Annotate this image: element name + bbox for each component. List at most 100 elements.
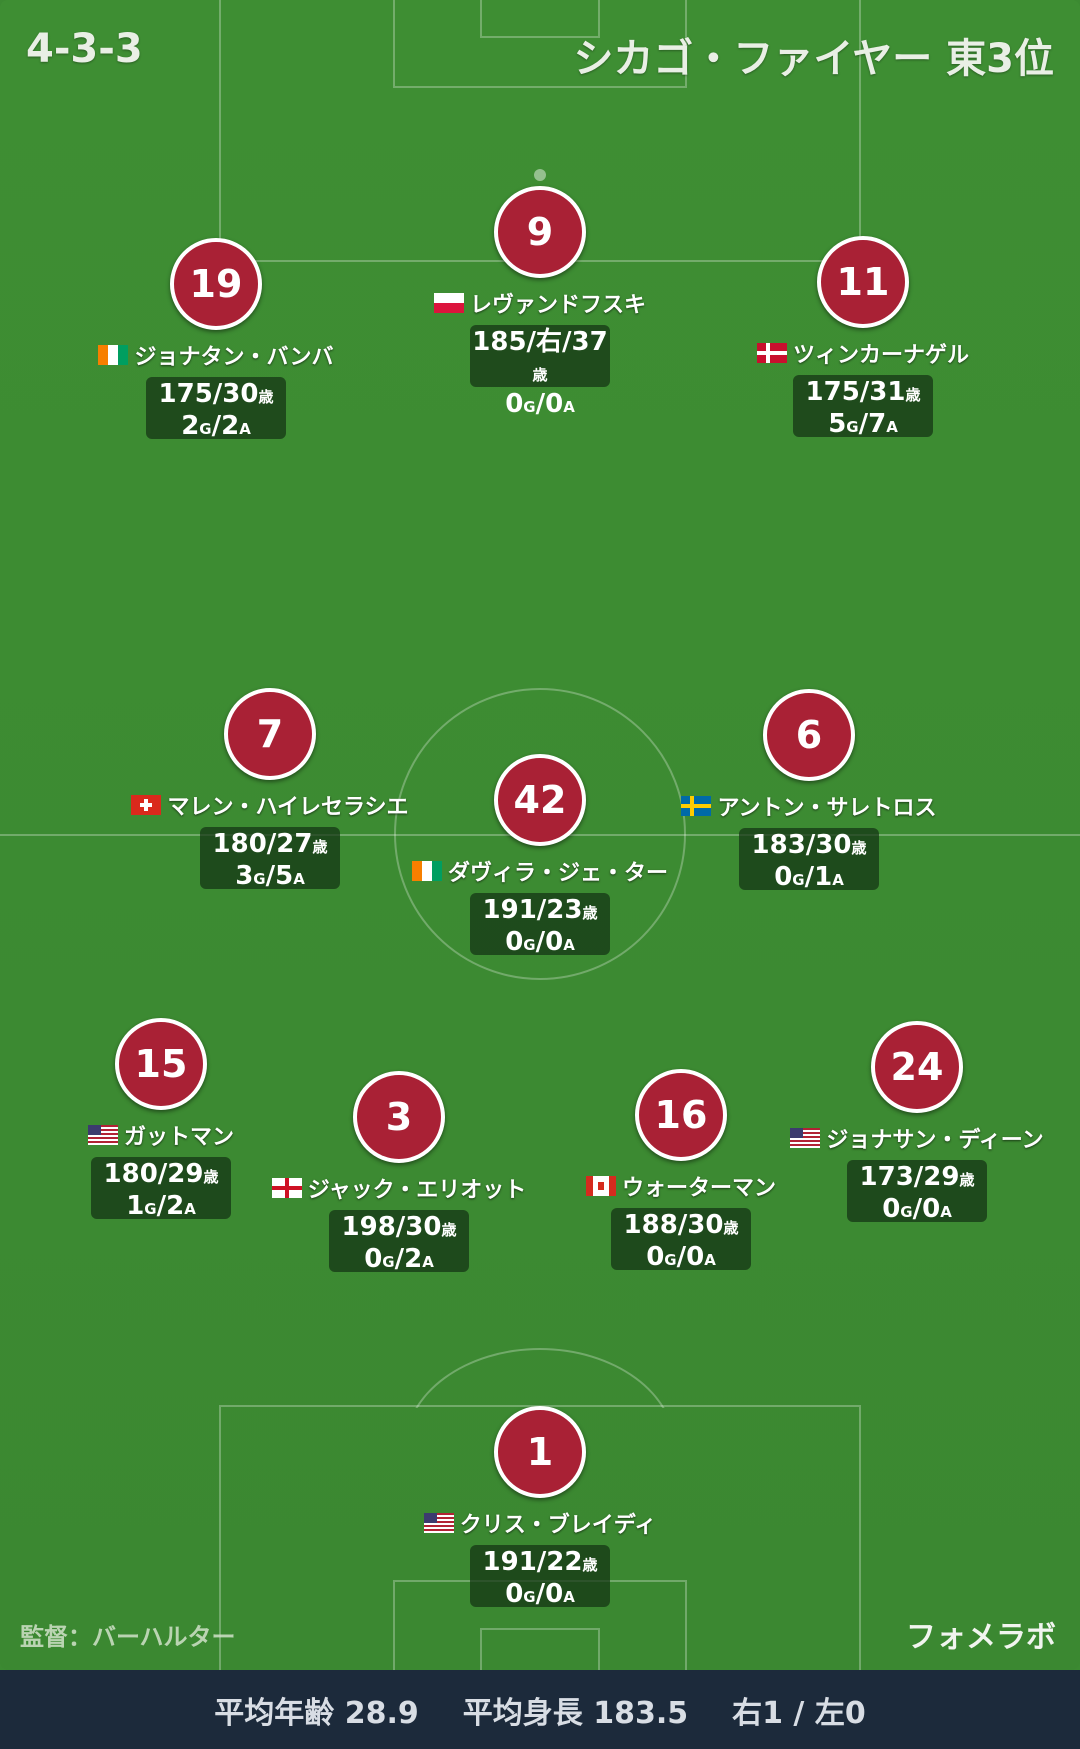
player-assists: 0 — [922, 1194, 941, 1224]
player-name: ジャック・エリオット — [307, 1178, 527, 1203]
average-height: 平均身長 183.5 — [462, 1695, 689, 1731]
player-goals: 0 — [364, 1244, 383, 1274]
player-number-badge[interactable]: 6 — [763, 689, 855, 781]
goals-unit: G — [846, 418, 859, 436]
player-number-badge[interactable]: 7 — [224, 688, 316, 780]
player-height-age: 180/29 — [103, 1159, 204, 1189]
bottom-goal — [480, 1628, 600, 1670]
average-age: 平均年齢 28.9 — [214, 1695, 419, 1731]
player-name: ジョナタン・バンバ — [134, 345, 334, 370]
player-assists: 2 — [166, 1191, 185, 1221]
player-name: レヴァンドフスキ — [469, 293, 646, 318]
player-goals: 0 — [505, 1579, 524, 1609]
goals-unit: G — [382, 1253, 395, 1271]
goals-unit: G — [253, 870, 266, 888]
goals-unit: G — [664, 1251, 677, 1269]
player-name: ダヴィラ・ジェ・ター — [447, 861, 668, 886]
player-assists: 1 — [814, 862, 833, 892]
player-name: ウォーターマン — [621, 1176, 776, 1201]
top-goal — [480, 0, 600, 38]
player-assists: 7 — [868, 409, 887, 439]
assists-unit: A — [886, 418, 898, 436]
center-circle — [394, 688, 686, 980]
player-name-row: ツィンカーナゲル — [703, 336, 1023, 370]
assists-unit: A — [832, 871, 844, 889]
goals-unit: G — [792, 871, 805, 889]
player-name-row: ジョナサン・ディーン — [757, 1121, 1077, 1155]
age-unit: 歳 — [959, 1171, 975, 1189]
age-unit: 歳 — [203, 1168, 219, 1186]
age-unit: 歳 — [441, 1221, 457, 1239]
poland-flag-icon — [433, 293, 464, 313]
player-height-age: 183/30 — [751, 830, 852, 860]
age-unit: 歳 — [312, 838, 328, 856]
age-unit: 歳 — [582, 1556, 598, 1574]
player-number-badge[interactable]: 11 — [817, 236, 909, 328]
assists-unit: A — [184, 1200, 196, 1218]
age-unit: 歳 — [851, 839, 867, 857]
ivory-coast-flag-icon — [98, 345, 129, 365]
player-goals: 5 — [828, 409, 847, 439]
brand-label: フォメラボ — [906, 1620, 1056, 1655]
player-number-badge[interactable]: 42 — [494, 754, 586, 846]
sweden-flag-icon — [681, 796, 712, 816]
player-height-age: 175/31 — [805, 377, 906, 407]
player-goals: 0 — [505, 389, 524, 419]
assists-unit: A — [563, 398, 575, 416]
player-assists: 5 — [275, 861, 294, 891]
player-goals: 0 — [774, 862, 793, 892]
player-name-row: アントン・サレトロス — [649, 789, 969, 823]
goals-unit: G — [900, 1203, 913, 1221]
player-number-badge[interactable]: 9 — [494, 186, 586, 278]
player-number-badge[interactable]: 19 — [170, 238, 262, 330]
player-name: ガットマン — [123, 1125, 234, 1150]
player-assists: 0 — [686, 1242, 705, 1272]
player-number-badge[interactable]: 1 — [494, 1406, 586, 1498]
manager-label: 監督：バーハルター — [20, 1623, 236, 1651]
age-unit: 歳 — [258, 388, 274, 406]
player-name: マレン・ハイレセラシエ — [167, 795, 409, 820]
team-label: シカゴ・ファイヤー 東3位 — [573, 36, 1054, 82]
formation-label: 4-3-3 — [26, 26, 143, 72]
player-height-age: 191/22 — [482, 1547, 583, 1577]
player-height-age: 198/30 — [341, 1212, 442, 1242]
summary-bar: 平均年齢 28.9 平均身長 183.5 右1 / 左0 — [0, 1670, 1080, 1749]
assists-unit: A — [293, 870, 305, 888]
goals-unit: G — [523, 398, 536, 416]
age-unit: 歳 — [905, 386, 921, 404]
player-number-badge[interactable]: 16 — [635, 1069, 727, 1161]
assists-unit: A — [704, 1251, 716, 1269]
player-assists: 0 — [545, 389, 564, 419]
goals-unit: G — [523, 936, 536, 954]
goals-unit: G — [523, 1588, 536, 1606]
player-goals: 1 — [126, 1191, 145, 1221]
goals-unit: G — [144, 1200, 157, 1218]
assists-unit: A — [239, 420, 251, 438]
switzerland-flag-icon — [131, 795, 162, 815]
player-name-row: レヴァンドフスキ — [380, 286, 700, 320]
assists-unit: A — [563, 1588, 575, 1606]
player-name-row: マレン・ハイレセラシエ — [110, 788, 430, 822]
goals-unit: G — [199, 420, 212, 438]
assists-unit: A — [563, 936, 575, 954]
age-unit: 歳 — [723, 1219, 739, 1237]
player-name: クリス・ブレイディ — [459, 1513, 657, 1538]
denmark-flag-icon — [756, 343, 787, 363]
player-height-age: 180/27 — [212, 829, 313, 859]
player-name-row: ダヴィラ・ジェ・ター — [380, 854, 700, 888]
player-height-age: 191/23 — [482, 895, 583, 925]
player-assists: 0 — [545, 927, 564, 957]
canada-flag-icon — [585, 1176, 616, 1196]
player-number-badge[interactable]: 3 — [353, 1071, 445, 1163]
age-unit: 歳 — [582, 904, 598, 922]
player-number-badge[interactable]: 15 — [115, 1018, 207, 1110]
player-number-badge[interactable]: 24 — [871, 1021, 963, 1113]
player-goals: 2 — [181, 411, 200, 441]
